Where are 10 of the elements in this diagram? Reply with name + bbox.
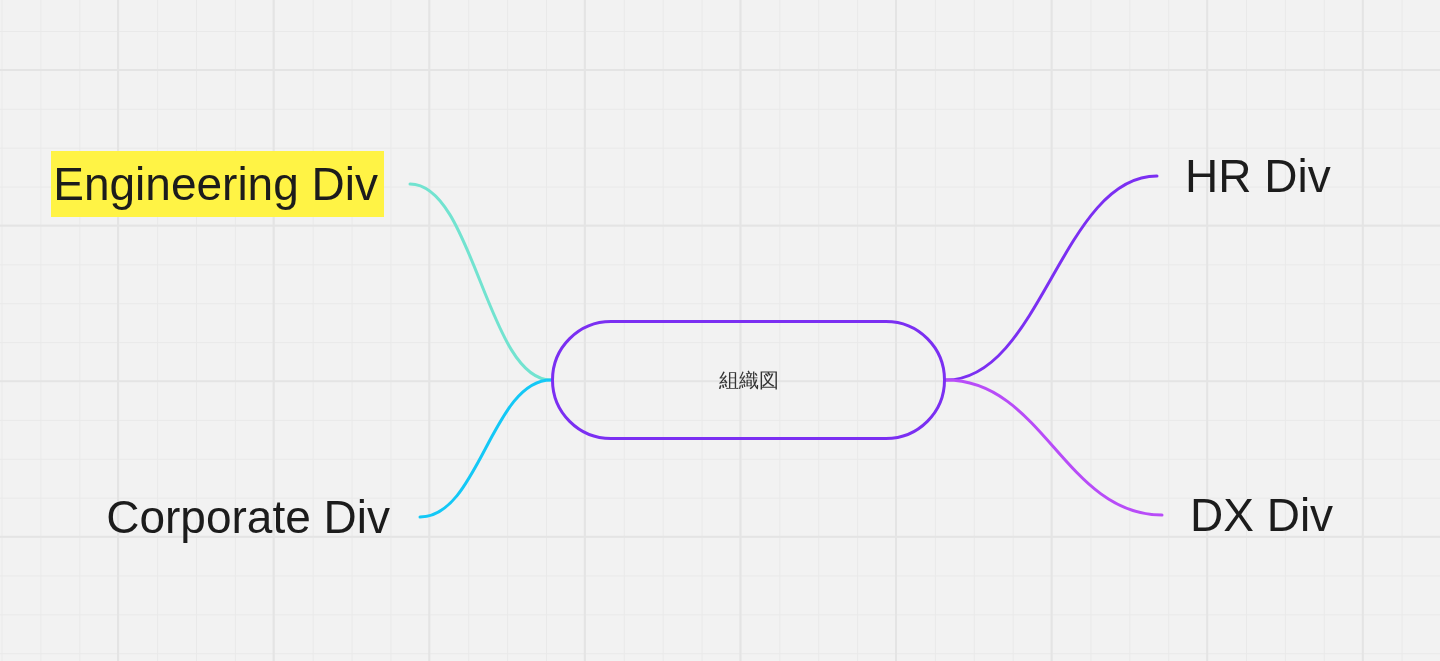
highlighted-label: Engineering Div bbox=[51, 151, 384, 217]
node-label: Corporate Div bbox=[106, 490, 390, 545]
connector-line bbox=[418, 378, 553, 519]
node-label: 組織図 bbox=[718, 366, 779, 394]
node-label: HR Div bbox=[1185, 149, 1331, 204]
node-label: DX Div bbox=[1190, 488, 1334, 543]
connector-line bbox=[408, 182, 553, 382]
connector-line bbox=[944, 378, 1164, 517]
connector-line bbox=[944, 174, 1159, 382]
topic-pill bbox=[551, 320, 946, 440]
